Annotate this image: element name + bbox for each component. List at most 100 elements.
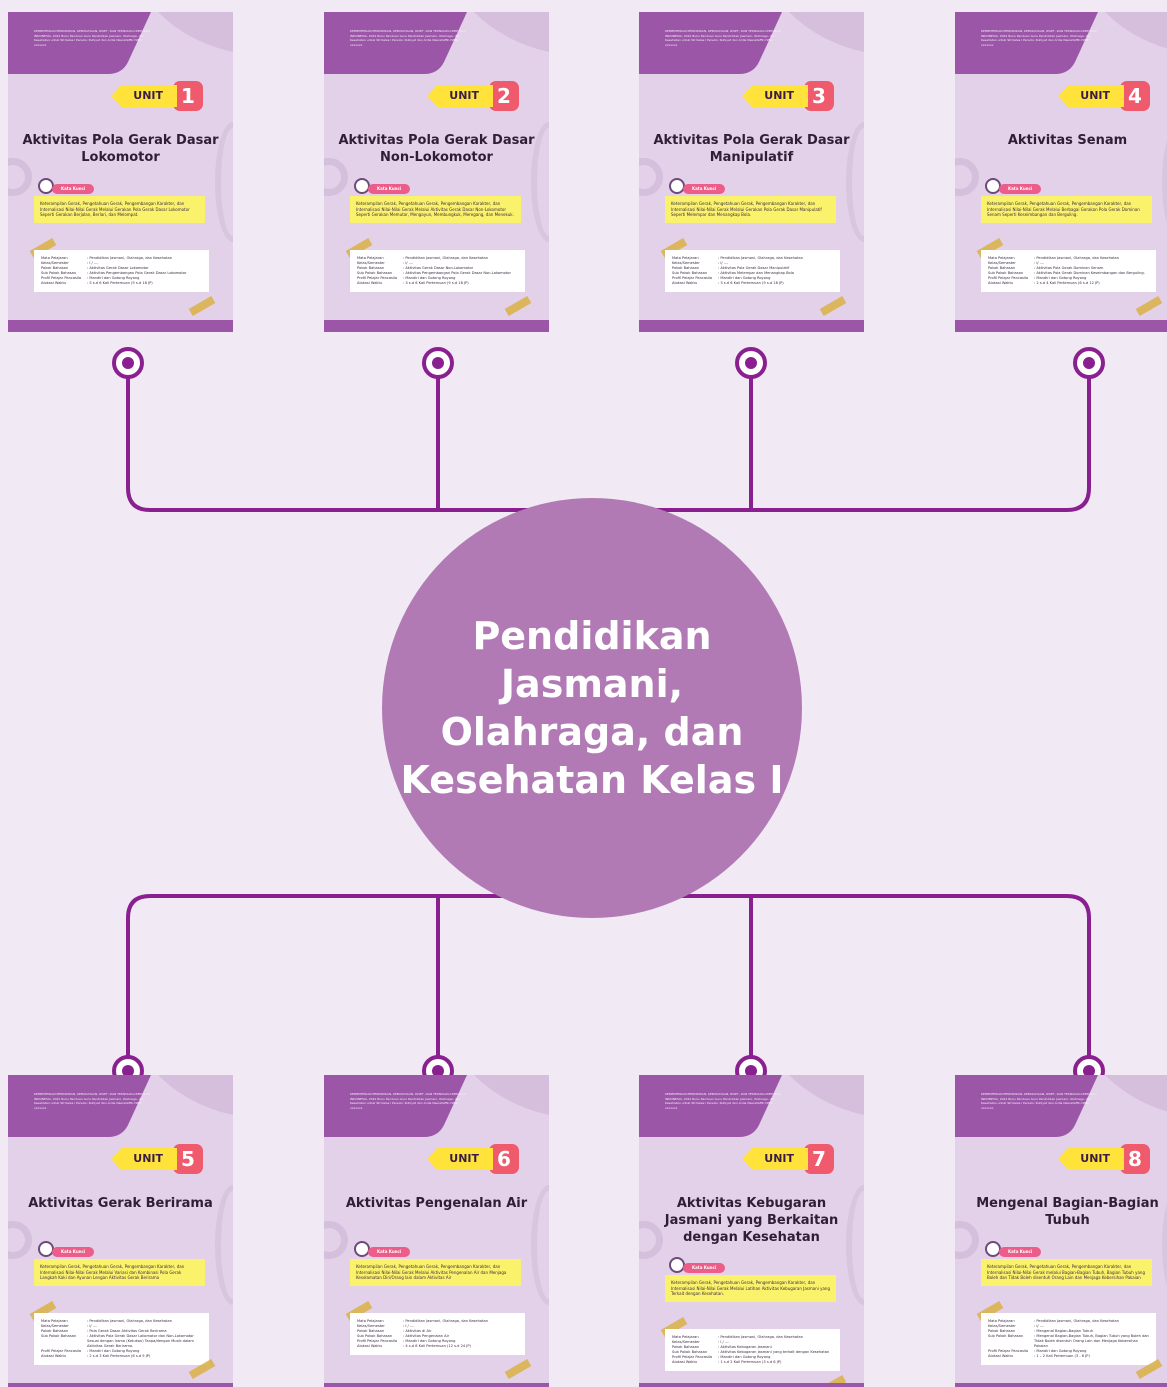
- unit-label: UNIT: [427, 1148, 493, 1170]
- unit-badge: UNIT 4: [1058, 80, 1150, 112]
- meta-row-subpokok: Sub Pokok Bahasan: Aktivitas Kebugaran J…: [672, 1350, 830, 1354]
- publisher-text: KEMENTERIAN PENDIDIKAN, KEBUDAYAAN, RISE…: [350, 1092, 467, 1110]
- unit-number: 3: [804, 81, 834, 111]
- meta-row-alokasi: Alokasi Waktu: 5 s.d 6 Kali Pertemuan (9…: [41, 281, 153, 285]
- tape-decoration: [819, 296, 847, 316]
- kata-kunci-box: Keterampilan Gerak, Pengetahuan Gerak, P…: [981, 1259, 1152, 1286]
- meta-row-kelas: Kelas/Semester: I / ....: [41, 261, 99, 265]
- unit-title: Aktivitas Gerak Berirama: [28, 1196, 213, 1211]
- meta-row-pokok: Pokok Bahasan: Aktivitas di Air: [357, 1329, 432, 1333]
- card-header-band: [955, 1075, 1167, 1137]
- unit-number: 5: [173, 1144, 203, 1174]
- unit-card-7: KEMENTERIAN PENDIDIKAN, KEBUDAYAAN, RISE…: [639, 1075, 864, 1387]
- card-bottom-band: [639, 320, 864, 332]
- unit-meta-box: Mata Pelajaran: Pendidikan Jasmani, Olah…: [981, 250, 1156, 292]
- meta-row-alokasi: Alokasi Waktu: 2 s.d 3 Kali Pertemuan (6…: [41, 1354, 151, 1358]
- decorative-ring: [639, 1221, 663, 1259]
- meta-row-mapel: Mata Pelajaran: Pendidikan Jasmani, Olah…: [988, 1319, 1119, 1323]
- kata-kunci-box: Keterampilan Gerak, Pengetahuan Gerak, P…: [350, 1259, 521, 1286]
- meta-row-pokok: Pokok Bahasan: Aktivitas Pola Gerak Domi…: [988, 266, 1104, 270]
- unit-number: 7: [804, 1144, 834, 1174]
- meta-row-pokok: Pokok Bahasan: Pola Gerak Dasar Aktivita…: [41, 1329, 167, 1333]
- unit-title: Mengenal Bagian-Bagian Tubuh: [976, 1196, 1159, 1228]
- tape-decoration: [188, 296, 216, 316]
- meta-row-subpokok: Sub Pokok Bahasan: Aktivitas Pola Gerak …: [988, 271, 1145, 275]
- tape-decoration: [504, 296, 532, 316]
- kata-kunci-box: Keterampilan Gerak, Pengetahuan Gerak, P…: [665, 196, 836, 223]
- meta-row-subpokok: Sub Pokok Bahasan: Aktivitas Pengembanga…: [357, 271, 511, 275]
- card-bottom-band: [955, 320, 1167, 332]
- kata-kunci-label: Kata Kunci: [683, 184, 726, 194]
- meta-row-subpokok: Sub Pokok Bahasan: Mengenal Bagian-Bagia…: [988, 1334, 1149, 1348]
- unit-card-2: KEMENTERIAN PENDIDIKAN, KEBUDAYAAN, RISE…: [324, 12, 549, 332]
- unit-number: 8: [1120, 1144, 1150, 1174]
- unit-title: Aktivitas Kebugaran Jasmani yang Berkait…: [664, 1196, 839, 1245]
- unit-title: Aktivitas Pola Gerak Dasar Lokomotor: [22, 133, 219, 165]
- meta-row-profil: Profil Pelajar Pancasila: Mandiri dan Go…: [988, 1349, 1087, 1353]
- meta-row-alokasi: Alokasi Waktu: 3 s.d 6 Kali Pertemuan (9…: [672, 281, 784, 285]
- meta-row-mapel: Mata Pelajaran: Pendidikan Jasmani, Olah…: [41, 256, 172, 260]
- kata-kunci-label: Kata Kunci: [368, 1247, 411, 1257]
- meta-row-kelas: Kelas/Semester: I/ ....: [988, 1324, 1045, 1328]
- card-header-band: [639, 12, 864, 74]
- meta-row-kelas: Kelas/Semester: I/ ....: [672, 261, 729, 265]
- unit-meta-box: Mata Pelajaran: Pendidikan Jasmani, Olah…: [981, 1313, 1156, 1365]
- meta-row-mapel: Mata Pelajaran: Pendidikan Jasmani, Olah…: [672, 1335, 803, 1339]
- meta-row-mapel: Mata Pelajaran: Pendidikan Jasmani, Olah…: [357, 256, 488, 260]
- meta-row-pokok: Pokok Bahasan: Aktivitas Gerak Dasar Lok…: [41, 266, 149, 270]
- card-bottom-band: [324, 320, 549, 332]
- meta-row-pokok: Pokok Bahasan: Mengenal Bagian-Bagian Tu…: [988, 1329, 1093, 1333]
- unit-card-1: KEMENTERIAN PENDIDIKAN, KEBUDAYAAN, RISE…: [8, 12, 233, 332]
- card-bottom-band: [955, 1383, 1167, 1387]
- meta-row-pokok: Pokok Bahasan: Aktivitas Kebugaran Jasma…: [672, 1345, 772, 1349]
- unit-meta-box: Mata Pelajaran: Pendidikan Jasmani, Olah…: [350, 250, 525, 292]
- card-header-band: [324, 1075, 549, 1137]
- card-header-band: [639, 1075, 864, 1137]
- meta-row-kelas: Kelas/Semester: I/ ....: [357, 261, 414, 265]
- publisher-text: KEMENTERIAN PENDIDIKAN, KEBUDAYAAN, RISE…: [34, 29, 151, 47]
- meta-row-mapel: Mata Pelajaran: Pendidikan Jasmani, Olah…: [672, 256, 803, 260]
- publisher-text: KEMENTERIAN PENDIDIKAN, KEBUDAYAAN, RISE…: [981, 29, 1098, 47]
- kata-kunci-label: Kata Kunci: [999, 1247, 1042, 1257]
- unit-badge: UNIT 2: [427, 80, 519, 112]
- kata-kunci-label: Kata Kunci: [52, 1247, 95, 1257]
- kata-kunci-box: Keterampilan Gerak, Pengetahuan Gerak, P…: [350, 196, 521, 223]
- unit-number: 6: [489, 1144, 519, 1174]
- kata-kunci-box: Keterampilan Gerak, Pengetahuan Gerak, P…: [665, 1275, 836, 1302]
- kata-kunci-box: Keterampilan Gerak, Pengetahuan Gerak, P…: [34, 1259, 205, 1286]
- unit-label: UNIT: [1058, 85, 1124, 107]
- meta-row-subpokok: Sub Pokok Bahasan: Aktivitas Pengembanga…: [41, 271, 187, 275]
- decorative-ring: [324, 1221, 348, 1259]
- kata-kunci-label: Kata Kunci: [368, 184, 411, 194]
- meta-row-profil: Profil Pelajar Pancasila: Mandiri dan Go…: [672, 1355, 771, 1359]
- meta-row-alokasi: Alokasi Waktu: 4 s.d 8 Kali Pertemuan (1…: [357, 1344, 471, 1348]
- card-header-band: [8, 1075, 233, 1137]
- meta-row-profil: Profil Pelajar Pancasila: Mandiri dan Go…: [672, 276, 771, 280]
- unit-card-6: KEMENTERIAN PENDIDIKAN, KEBUDAYAAN, RISE…: [324, 1075, 549, 1387]
- meta-row-profil: Profil Pelajar Pancasila: Mandiri dan Go…: [357, 276, 456, 280]
- unit-badge: UNIT 8: [1058, 1143, 1150, 1175]
- card-header-band: [955, 12, 1167, 74]
- meta-row-alokasi: Alokasi Waktu: 1 s.d 2 Kali Pertemuan (3…: [672, 1360, 782, 1364]
- card-bottom-band: [8, 320, 233, 332]
- unit-meta-box: Mata Pelajaran: Pendidikan Jasmani, Olah…: [665, 250, 840, 292]
- meta-row-profil: Profil Pelajar Pancasila: Mandiri dan Go…: [41, 1349, 140, 1353]
- meta-row-alokasi: Alokasi Waktu: 2 s.d 4 Kali Pertemuan (6…: [988, 281, 1100, 285]
- card-bottom-band: [8, 1383, 233, 1387]
- card-header-band: [324, 12, 549, 74]
- card-bottom-band: [639, 1383, 864, 1387]
- kata-kunci-label: Kata Kunci: [52, 184, 95, 194]
- unit-card-5: KEMENTERIAN PENDIDIKAN, KEBUDAYAAN, RISE…: [8, 1075, 233, 1387]
- meta-row-kelas: Kelas/Semester: I/ ....: [988, 261, 1045, 265]
- unit-label: UNIT: [111, 85, 177, 107]
- meta-row-subpokok: Sub Pokok Bahasan: Aktivitas Pola Gerak …: [41, 1334, 194, 1348]
- unit-card-8: KEMENTERIAN PENDIDIKAN, KEBUDAYAAN, RISE…: [955, 1075, 1167, 1387]
- unit-number: 1: [173, 81, 203, 111]
- meta-row-pokok: Pokok Bahasan: Aktivitas Gerak Dasar Non…: [357, 266, 474, 270]
- decorative-ring: [8, 1221, 32, 1259]
- unit-title: Aktivitas Pola Gerak Dasar Non-Lokomotor: [338, 133, 535, 165]
- unit-badge: UNIT 7: [742, 1143, 834, 1175]
- card-bottom-band: [324, 1383, 549, 1387]
- tape-decoration: [504, 1359, 532, 1379]
- kata-kunci-box: Keterampilan Gerak, Pengetahuan Gerak, P…: [981, 196, 1152, 223]
